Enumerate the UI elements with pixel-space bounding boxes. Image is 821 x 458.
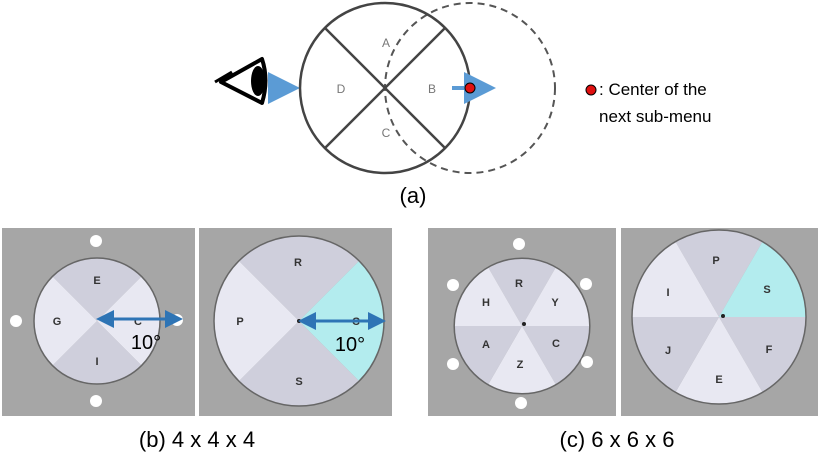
caption-b: (b) 4 x 4 x 4 <box>139 427 255 452</box>
c1-label-2: C <box>552 338 560 350</box>
next-center-dot <box>464 82 476 94</box>
sector-a-label: A <box>382 36 390 50</box>
b1-label-left: G <box>53 316 62 328</box>
b1-label-bottom: I <box>95 356 98 368</box>
c2-label-4: J <box>665 345 671 357</box>
angle-label-b2: 10° <box>335 334 365 356</box>
sector-c-label: C <box>382 126 391 140</box>
outer-dot <box>90 235 102 247</box>
c1-label-0: R <box>515 278 523 290</box>
c1-label-4: A <box>482 339 490 351</box>
eye-icon <box>214 57 268 105</box>
c2-label-5: I <box>666 287 669 299</box>
outer-dot <box>10 315 22 327</box>
outer-dot <box>447 358 459 370</box>
b2-label-top: R <box>294 257 302 269</box>
outer-dot <box>447 279 459 291</box>
panel-b: E C I G 10° R C S P 10° (b) 4 x 4 x 4 <box>2 228 392 452</box>
angle-label-b1: 10° <box>131 332 161 354</box>
legend-text-line1: : Center of the <box>599 80 707 99</box>
outer-dot <box>515 397 527 409</box>
pie-menu-c2: P S F E J I <box>631 229 807 405</box>
b2-label-left: P <box>236 316 243 328</box>
legend-red-dot <box>585 84 597 96</box>
c1-label-5: H <box>482 297 490 309</box>
outer-dot <box>513 238 525 250</box>
outer-dot <box>90 395 102 407</box>
c2-label-2: F <box>766 344 773 356</box>
c2-label-1: S <box>763 284 770 296</box>
c1-label-3: Z <box>517 359 524 371</box>
panel-a: A B C D : Center of the next sub-menu (a… <box>214 1 711 208</box>
c2-label-0: P <box>712 255 719 267</box>
c1-label-1: Y <box>551 297 559 309</box>
outer-dot <box>581 356 593 368</box>
sector-b-label: B <box>428 82 436 96</box>
caption-a: (a) <box>400 183 427 208</box>
sector-d-label: D <box>337 82 346 96</box>
caption-c: (c) 6 x 6 x 6 <box>560 427 675 452</box>
pie-menu-b1: E C I G <box>33 257 161 385</box>
legend-text-line2: next sub-menu <box>599 107 711 126</box>
c2-label-3: E <box>715 374 722 386</box>
b2-label-bottom: S <box>295 376 302 388</box>
pie-menu-c1: R Y C Z A H <box>453 257 591 395</box>
outer-dot <box>580 278 592 290</box>
b1-label-top: E <box>93 275 100 287</box>
divider-line <box>324 27 446 149</box>
panel-c: R Y C Z A H P <box>428 228 818 452</box>
